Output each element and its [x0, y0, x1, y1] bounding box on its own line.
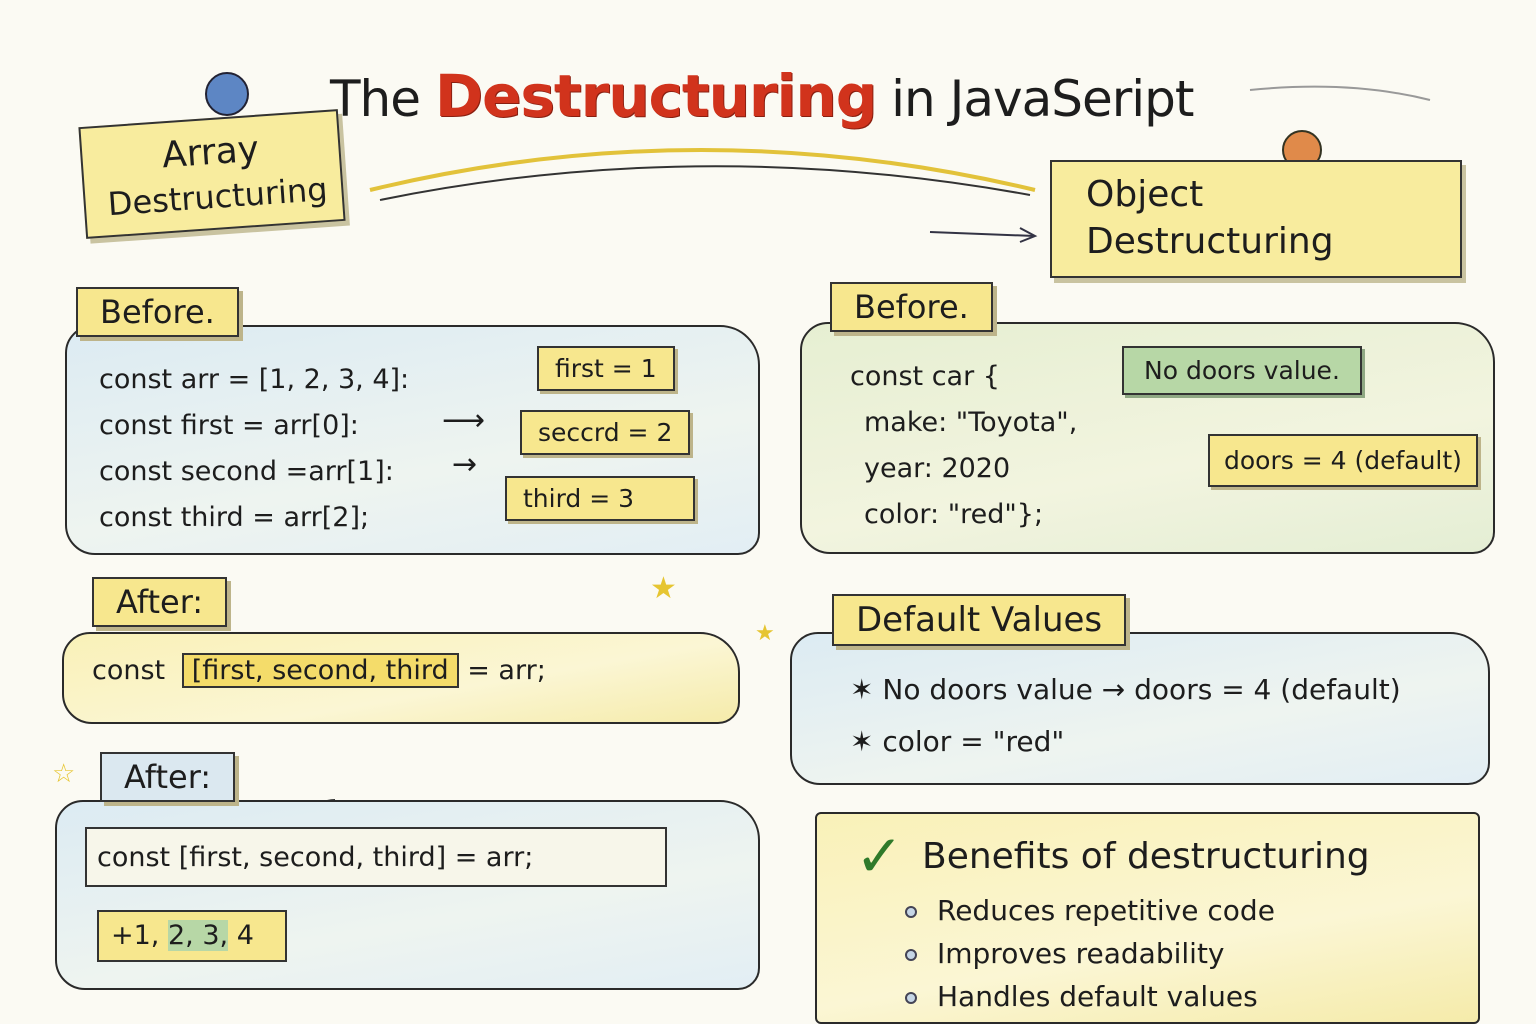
checkmark-icon: ✓ [855, 822, 904, 890]
array-after-label-2: After: [100, 752, 236, 802]
array-before-label: Before. [76, 287, 239, 337]
default-values-panel: ✶ No doors value → doors = 4 (default) ✶… [790, 632, 1490, 785]
array-after-label-1: After: [92, 577, 228, 627]
code-text: const [92, 655, 166, 686]
star-icon: ☆ [52, 759, 75, 789]
star-icon: ★ [755, 621, 775, 646]
object-before-code: const car { make: "Toyota", year: 2020 c… [850, 361, 1078, 530]
default-values-label: Default Values [832, 594, 1127, 646]
benefit-item: Handles default values [905, 975, 1275, 1018]
page-title: The Destructuring in JavaSeript [330, 62, 1195, 130]
default-item: ✶ color = "red" [850, 725, 1065, 758]
arrow-icon: → [452, 447, 478, 482]
array-values-box: +1, 2, 3, 4 [97, 910, 287, 962]
result-third: third = 3 [505, 476, 695, 521]
doors-default-result: doors = 4 (default) [1208, 434, 1478, 487]
benefits-list: Reduces repetitive code Improves readabi… [905, 889, 1275, 1018]
bullet-icon [905, 906, 917, 918]
array-before-code: const arr = [1, 2, 3, 4]: const first = … [99, 364, 410, 533]
benefit-item: Reduces repetitive code [905, 889, 1275, 932]
result-second: seccrd = 2 [520, 410, 691, 455]
destructuring-code: const [first, second, third] = arr; [85, 827, 667, 887]
arrow-to-object-icon [929, 231, 1036, 237]
array-after-panel-1: const [first, second, third = arr; [62, 632, 740, 724]
bullet-icon [905, 992, 917, 1004]
array-after-panel-2: const [first, second, third] = arr; +1, … [55, 800, 760, 990]
bullet-icon [905, 949, 917, 961]
benefit-item: Improves readability [905, 932, 1275, 975]
star-bullet-icon: ✶ [850, 673, 883, 706]
blue-pushpin-icon [205, 72, 249, 116]
arrow-icon: ⟶ [442, 403, 486, 438]
star-bullet-icon: ✶ [850, 725, 883, 758]
code-highlight: [first, second, third [181, 653, 459, 688]
object-before-label: Before. [830, 282, 993, 332]
benefits-title: Benefits of destructuring [922, 836, 1370, 877]
star-icon: ★ [650, 571, 677, 606]
default-item: ✶ No doors value → doors = 4 (default) [850, 673, 1401, 706]
result-first: first = 1 [537, 346, 675, 391]
no-doors-note: No doors value. [1122, 346, 1362, 395]
code-text: = arr; [467, 655, 546, 686]
benefits-panel: ✓ Benefits of destructuring Reduces repe… [815, 812, 1480, 1024]
